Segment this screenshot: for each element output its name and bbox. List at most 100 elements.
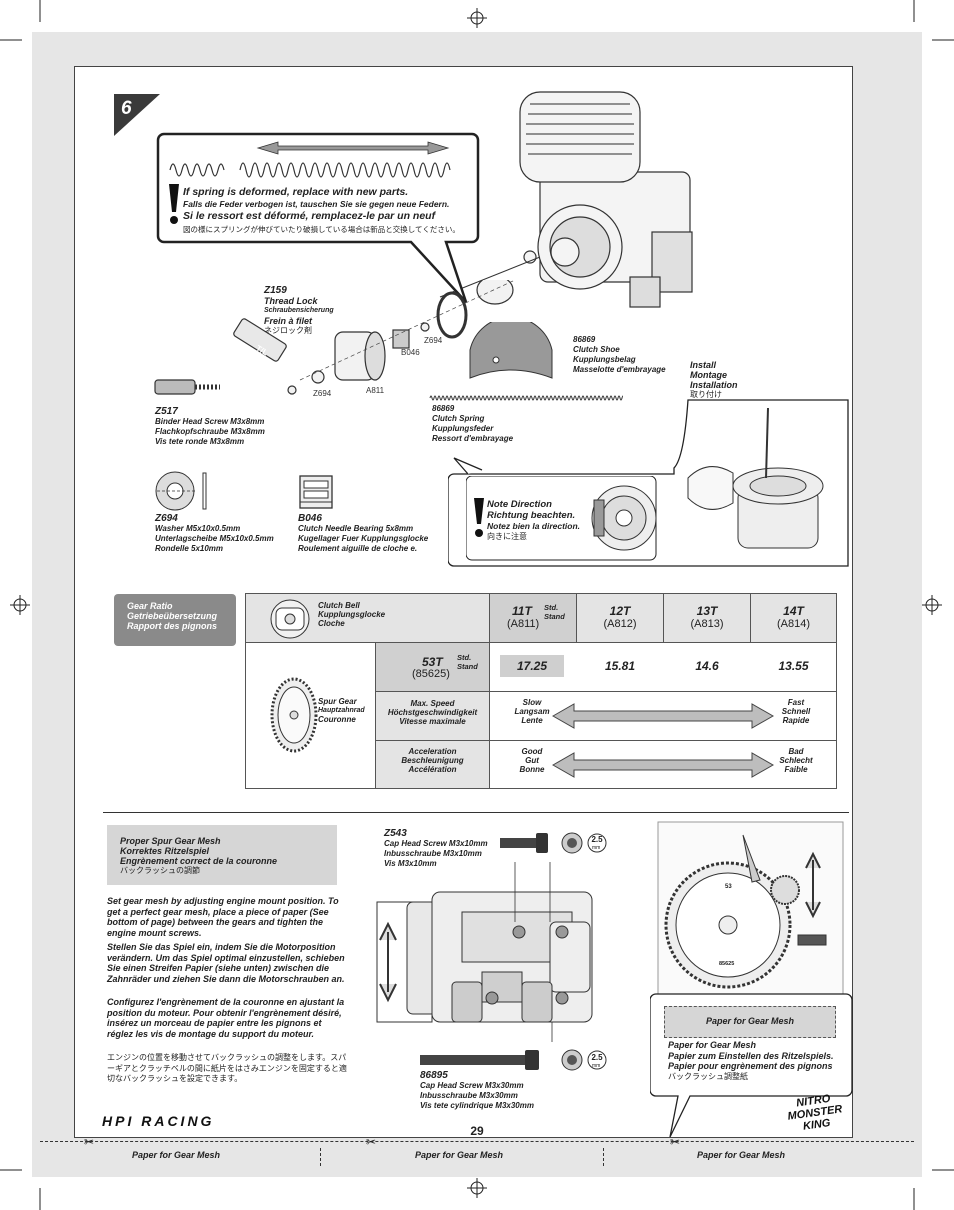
note-direction-en: Note Direction xyxy=(487,499,552,510)
pinion-12t-part: (A812) xyxy=(603,618,637,630)
z86895-en: Cap Head Screw M3x30mm xyxy=(420,1081,524,1090)
accel-low-de: Gut xyxy=(525,756,539,765)
max-speed-label-cell: Max. Speed Höchstgeschwindigkeit Vitesse… xyxy=(375,691,490,741)
accel-high-en: Bad xyxy=(788,747,804,756)
thread-lock-label: Z159 Thread Lock Schraubensicherung Frei… xyxy=(264,286,334,336)
note-direction-de: Richtung beachten. xyxy=(487,509,576,521)
clutch-shoe-label: 86869 Clutch Shoe Kupplungsbelag Masselo… xyxy=(573,335,666,375)
spring-warning-text: If spring is deformed, replace with new … xyxy=(183,186,473,235)
ratio-11t: 17.25 xyxy=(500,655,564,677)
footer-paper-3: Paper for Gear Mesh xyxy=(697,1150,786,1160)
max-speed-fr: Vitesse maximale xyxy=(399,717,466,726)
clutch-bell-fr: Cloche xyxy=(318,619,345,628)
spur-gear-icon xyxy=(270,677,318,753)
b046-fr: Roulement aiguille de cloche e. xyxy=(298,544,418,553)
pinion-header-13t: 13T (A813) xyxy=(663,593,751,643)
ratio-12t: 15.81 xyxy=(604,659,636,673)
acceleration-de: Beschleunigung xyxy=(401,756,464,765)
note-direction-jp: 向きに注意 xyxy=(487,531,527,541)
install-en: Install xyxy=(690,360,717,370)
speed-low-fr: Lente xyxy=(521,716,543,725)
page-number: 29 xyxy=(470,1124,484,1138)
b046-tag: B046 xyxy=(401,348,420,357)
pinion-12t-teeth: 12T xyxy=(609,604,631,618)
max-speed-de: Höchstgeschwindigkeit xyxy=(387,708,478,717)
clutch-spring-illustration xyxy=(429,395,623,401)
speed-scale-cell: Slow Langsam Lente Fast Schnell Rapide xyxy=(489,691,837,741)
pinion-14t-part: (A814) xyxy=(776,618,811,630)
spring-callout-bubble xyxy=(156,132,480,303)
spur-gear-fr: Couronne xyxy=(318,715,356,724)
z694-code: Z694 xyxy=(155,513,178,524)
z694-label: Z694 Washer M5x10x0.5mm Unterlagscheibe … xyxy=(155,514,274,554)
z517-en: Binder Head Screw M3x8mm xyxy=(155,417,265,426)
footer-separator xyxy=(320,1148,322,1166)
step-number: 6 xyxy=(121,98,132,119)
clutch-spring-code: 86869 xyxy=(432,404,455,413)
gear-mesh-text-de: Stellen Sie das Spiel ein, indem Sie die… xyxy=(107,942,345,984)
clutch-bell-en: Clutch Bell xyxy=(318,601,360,610)
speed-low-en: Slow xyxy=(522,698,542,707)
step-badge xyxy=(114,94,160,136)
b046-en: Clutch Needle Bearing 5x8mm xyxy=(298,524,414,533)
spur-53t-cell: 53T Std. Stand (85625) xyxy=(375,642,490,692)
acceleration-en: Acceleration xyxy=(408,747,457,756)
pinion-13t-part: (A813) xyxy=(690,618,724,630)
spur-gear-cell: Spur Gear Hauptzahnrad Couronne xyxy=(245,642,376,789)
pinion-11t-std: Std. xyxy=(544,603,559,612)
clutch-shoe-code: 86869 xyxy=(573,335,596,344)
clutch-parts-illustration xyxy=(154,280,516,395)
b046-de: Kugellager Fuer Kupplungsglocke xyxy=(298,534,429,543)
clutch-shoe-de: Kupplungsbelag xyxy=(573,355,636,364)
install-label: Install Montage Installation 取り付け xyxy=(690,360,738,400)
clutch-spring-fr: Ressort d'embrayage xyxy=(432,434,514,443)
z694-en: Washer M5x10x0.5mm xyxy=(155,524,241,533)
pinion-header-11t: 11T Std. Stand (A811) xyxy=(489,593,577,643)
footer-separator xyxy=(603,1148,605,1166)
acceleration-scale-cell: Good Gut Bonne Bad Schlecht Faible xyxy=(489,740,837,789)
spur-53t-part: (85625) xyxy=(412,668,450,680)
b046-label: B046 Clutch Needle Bearing 5x8mm Kugella… xyxy=(298,514,428,554)
gear-part-number: 85625 xyxy=(719,961,735,967)
clutch-bell-header: Clutch Bell Kupplungsglocke Cloche xyxy=(245,593,490,643)
gear-mesh-title-jp: バックラッシュの調節 xyxy=(120,866,200,875)
z517-label: Z517 Binder Head Screw M3x8mm Flachkopfs… xyxy=(155,407,265,447)
cut-line xyxy=(40,1141,914,1142)
spring-warning-fr: Si le ressort est déformé, remplacez-le … xyxy=(183,210,436,222)
pinion-11t-stand: Stand xyxy=(544,612,565,621)
gear-ratio-title-box: Gear Ratio Getriebeübersetzung Rapport d… xyxy=(114,594,236,646)
thread-lock-fr: Frein à filet xyxy=(264,316,313,326)
spring-comparison-graphic xyxy=(169,141,451,178)
speed-high-en: Fast xyxy=(787,698,805,707)
engine-illustration xyxy=(439,91,693,308)
z694-tag-a: Z694 xyxy=(424,336,443,345)
clutch-shoe-illustration xyxy=(469,322,553,379)
ratio-14t: 13.55 xyxy=(778,659,809,673)
z86895-code: 86895 xyxy=(420,1070,448,1081)
accel-low-fr: Bonne xyxy=(519,765,545,774)
accel-high-de: Schlecht xyxy=(779,756,813,765)
speed-high-fr: Rapide xyxy=(782,716,810,725)
install-fr: Installation xyxy=(690,380,738,390)
note-direction-box xyxy=(466,476,657,561)
gear-mesh-title-de: Korrektes Ritzelspiel xyxy=(120,846,210,856)
speed-high-de: Schnell xyxy=(781,707,811,716)
acceleration-label-cell: Acceleration Beschleunigung Accélération xyxy=(375,740,490,789)
gear-ratio-title-en: Gear Ratio xyxy=(127,601,173,611)
pinion-header-14t: 14T (A814) xyxy=(750,593,837,643)
z694-de: Unterlagscheibe M5x10x0.5mm xyxy=(155,534,274,543)
note-direction-exclamation-icon xyxy=(474,498,484,537)
z543-en: Cap Head Screw M3x10mm xyxy=(384,839,488,848)
ratio-13t: 14.6 xyxy=(695,659,719,673)
thread-lock-en: Thread Lock xyxy=(264,296,318,306)
footer-paper-1: Paper for Gear Mesh xyxy=(132,1150,221,1160)
clutch-shoe-en: Clutch Shoe xyxy=(573,345,620,354)
acceleration-fr: Accélération xyxy=(408,765,457,774)
speed-low-de: Langsam xyxy=(514,707,550,716)
footer-paper-2: Paper for Gear Mesh xyxy=(415,1150,504,1160)
paper-de: Papier zum Einstellen des Ritzelspiels. xyxy=(668,1050,834,1061)
spring-warning-en: If spring is deformed, replace with new … xyxy=(183,186,409,198)
note-direction-fr: Notez bien la direction. xyxy=(487,521,581,531)
accel-high-fr: Faible xyxy=(784,765,808,774)
